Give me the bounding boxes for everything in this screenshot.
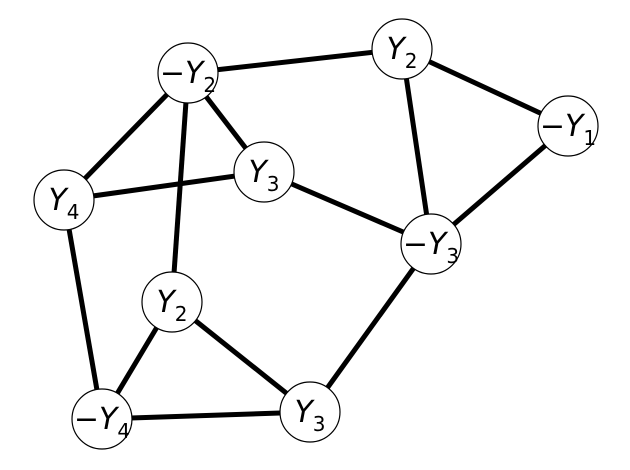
edge-n6-n9	[307, 242, 434, 414]
node-label-variable: Y	[386, 32, 407, 67]
node-circle	[141, 271, 203, 333]
node-circle	[71, 388, 133, 450]
node-label-sign: −	[74, 402, 99, 437]
graph-node: Y2	[141, 271, 203, 333]
node-label-variable: Y	[99, 402, 120, 437]
node-label-variable: Y	[185, 56, 206, 91]
edge-n2-n6	[399, 48, 434, 245]
node-label-subscript: 2	[203, 73, 216, 97]
node-label-subscript: 4	[67, 200, 80, 224]
node-label-subscript: 1	[583, 126, 596, 150]
node-label-variable: Y	[48, 183, 69, 218]
graph-node: −Y1	[537, 95, 599, 157]
edge-n1-n7	[169, 72, 191, 303]
node-label-sign: −	[540, 109, 565, 144]
node-label: Y3	[294, 395, 325, 436]
node-circle	[233, 141, 295, 203]
graph-node: Y4	[33, 169, 95, 231]
node-label-variable: Y	[428, 227, 449, 262]
graph-node: Y2	[371, 18, 433, 80]
node-label: Y3	[248, 155, 279, 196]
node-label-subscript: 3	[267, 172, 280, 196]
node-circle	[371, 18, 433, 80]
node-label: Y2	[386, 32, 417, 73]
node-label-subscript: 3	[313, 412, 326, 436]
edge-n8-n9	[101, 409, 311, 422]
node-label-variable: Y	[248, 155, 269, 190]
node-circle	[537, 95, 599, 157]
node-circle	[400, 213, 462, 275]
node-label-variable: Y	[565, 109, 586, 144]
edge-layer	[61, 46, 570, 422]
graph-node: Y3	[233, 141, 295, 203]
node-label-subscript: 2	[175, 302, 188, 326]
node-label-subscript: 3	[446, 244, 459, 268]
node-circle	[279, 381, 341, 443]
node-label-subscript: 2	[405, 49, 418, 73]
node-label: −Y4	[74, 402, 130, 443]
node-label-variable: Y	[156, 285, 177, 320]
node-circle	[33, 169, 95, 231]
edge-n4-n5	[63, 169, 265, 203]
node-label-variable: Y	[294, 395, 315, 430]
graph-node: −Y3	[400, 213, 462, 275]
edge-n5-n8	[61, 199, 105, 420]
node-label: Y4	[48, 183, 79, 224]
graph-node: Y3	[279, 381, 341, 443]
node-label-sign: −	[403, 227, 428, 262]
node-label-sign: −	[160, 56, 185, 91]
node-label: −Y1	[540, 109, 596, 150]
graph-node: −Y2	[157, 42, 219, 104]
edge-n1-n2	[187, 46, 403, 76]
node-label-subscript: 4	[117, 419, 130, 443]
graph-node: −Y4	[71, 388, 133, 450]
node-label: −Y3	[403, 227, 459, 268]
node-label: −Y2	[160, 56, 216, 97]
node-label: Y2	[156, 285, 187, 326]
node-circle	[157, 42, 219, 104]
